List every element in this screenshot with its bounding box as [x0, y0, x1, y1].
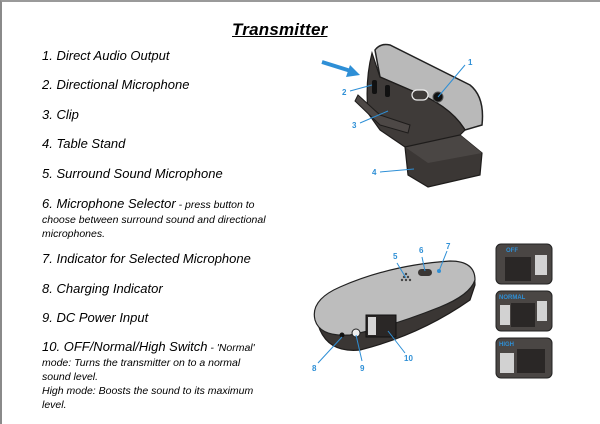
switch-states-panel: OFF NORMAL HIGH: [495, 243, 553, 379]
callout-3: 3: [352, 121, 357, 130]
callout-6: 6: [419, 246, 424, 255]
transmitter-body-top: [313, 260, 476, 336]
switch-state-off: OFF: [495, 243, 553, 285]
callout-10: 10: [404, 354, 413, 363]
item-description: choose between surround sound and direct…: [42, 214, 266, 226]
selector-button-icon: [411, 89, 429, 101]
item-description: High mode: Boosts the sound to its maxim…: [42, 385, 254, 397]
directional-mic-slot: [372, 80, 377, 94]
callout-9: 9: [360, 364, 365, 373]
switch-state-high: HIGH: [495, 337, 553, 379]
callout-8: 8: [312, 364, 317, 373]
list-item: 3. Clip: [42, 107, 79, 122]
list-item: 1. Direct Audio Output: [42, 48, 170, 63]
svg-text:OFF: OFF: [506, 248, 518, 254]
item-description: microphones.: [42, 228, 106, 240]
transmitter-top-view: 5 6 7 8 9 10: [312, 242, 476, 373]
list-item: 6. Microphone Selector - press button to…: [42, 196, 302, 241]
svg-text:NORMAL: NORMAL: [499, 295, 526, 301]
table-stand-top: [405, 135, 482, 163]
clip-shape: [354, 94, 411, 134]
list-item: 4. Table Stand: [42, 136, 126, 151]
charging-indicator-led: [339, 332, 345, 338]
list-item: 5. Surround Sound Microphone: [42, 166, 223, 181]
microphone-selector-button: [418, 269, 432, 276]
item-description: mode: Turns the transmitter on to a norm…: [42, 357, 241, 369]
page-title: Transmitter: [232, 20, 328, 39]
callout-4: 4: [372, 168, 377, 177]
callout-7: 7: [446, 242, 451, 251]
switch-state-normal: NORMAL: [495, 290, 553, 332]
callout-2: 2: [342, 88, 347, 97]
surround-mic-icon: [400, 272, 412, 282]
transmitter-side-view: 1 2 3 4: [321, 43, 484, 188]
list-item: 8. Charging Indicator: [42, 281, 163, 296]
item-description: sound level.: [42, 371, 99, 383]
svg-text:HIGH: HIGH: [499, 342, 514, 348]
list-item: 7. Indicator for Selected Microphone: [42, 251, 251, 266]
list-item: 10. OFF/Normal/High Switch - 'Normal' mo…: [42, 339, 302, 412]
list-item: 2. Directional Microphone: [42, 77, 190, 92]
item-description: level.: [42, 399, 67, 411]
callout-1: 1: [468, 58, 473, 67]
list-item: 9. DC Power Input: [42, 310, 149, 325]
callout-5: 5: [393, 252, 398, 261]
arrow-head-icon: [346, 65, 360, 77]
